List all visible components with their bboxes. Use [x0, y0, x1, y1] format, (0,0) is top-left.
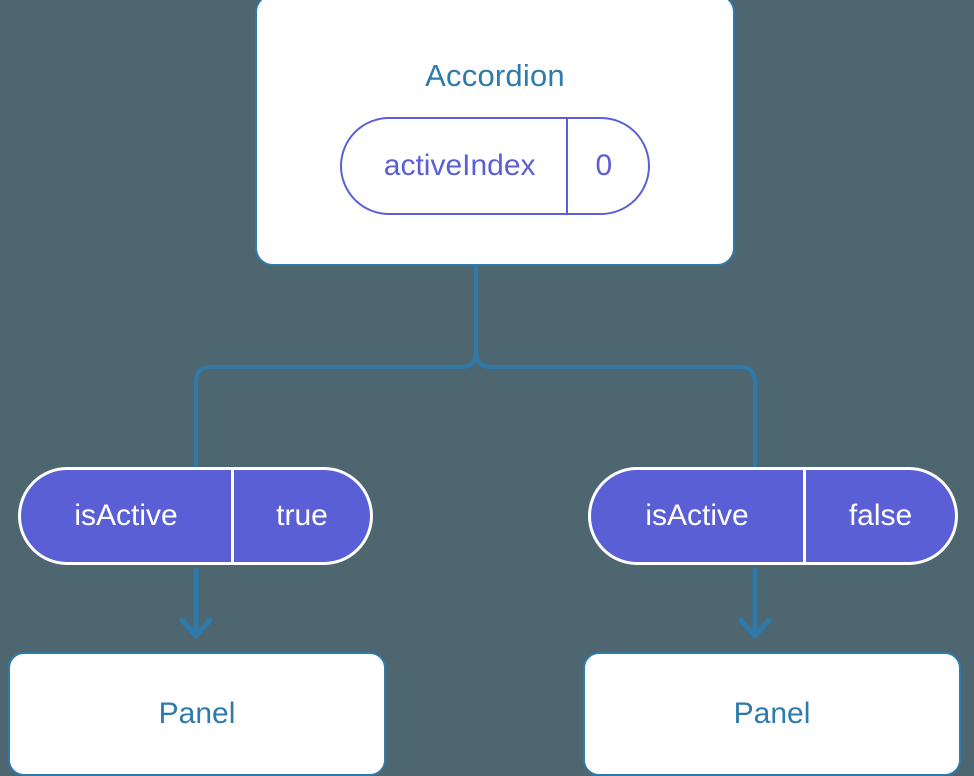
prop-key-label: isActive	[74, 499, 178, 532]
prop-value-label: true	[276, 499, 328, 532]
prop-divider	[231, 470, 234, 562]
component-name-label: Panel	[158, 697, 236, 730]
prop-pill-isactive-false[interactable]: isActive false	[588, 467, 958, 565]
component-card-accordion[interactable]: Accordion activeIndex 0	[255, 0, 735, 266]
prop-pill-activeindex[interactable]: activeIndex 0	[339, 116, 651, 215]
component-card-panel-right[interactable]: Panel	[583, 652, 961, 776]
prop-pill-isactive-true[interactable]: isActive true	[18, 467, 373, 565]
prop-key-label: isActive	[645, 499, 749, 532]
component-name-label: Accordion	[425, 57, 565, 93]
prop-key-label: activeIndex	[383, 148, 536, 182]
prop-divider	[803, 470, 806, 562]
prop-divider	[565, 118, 568, 213]
prop-value-label: false	[848, 499, 913, 532]
component-card-panel-left[interactable]: Panel	[8, 652, 386, 776]
component-name-label: Panel	[733, 697, 811, 730]
prop-value-label: 0	[595, 148, 613, 182]
